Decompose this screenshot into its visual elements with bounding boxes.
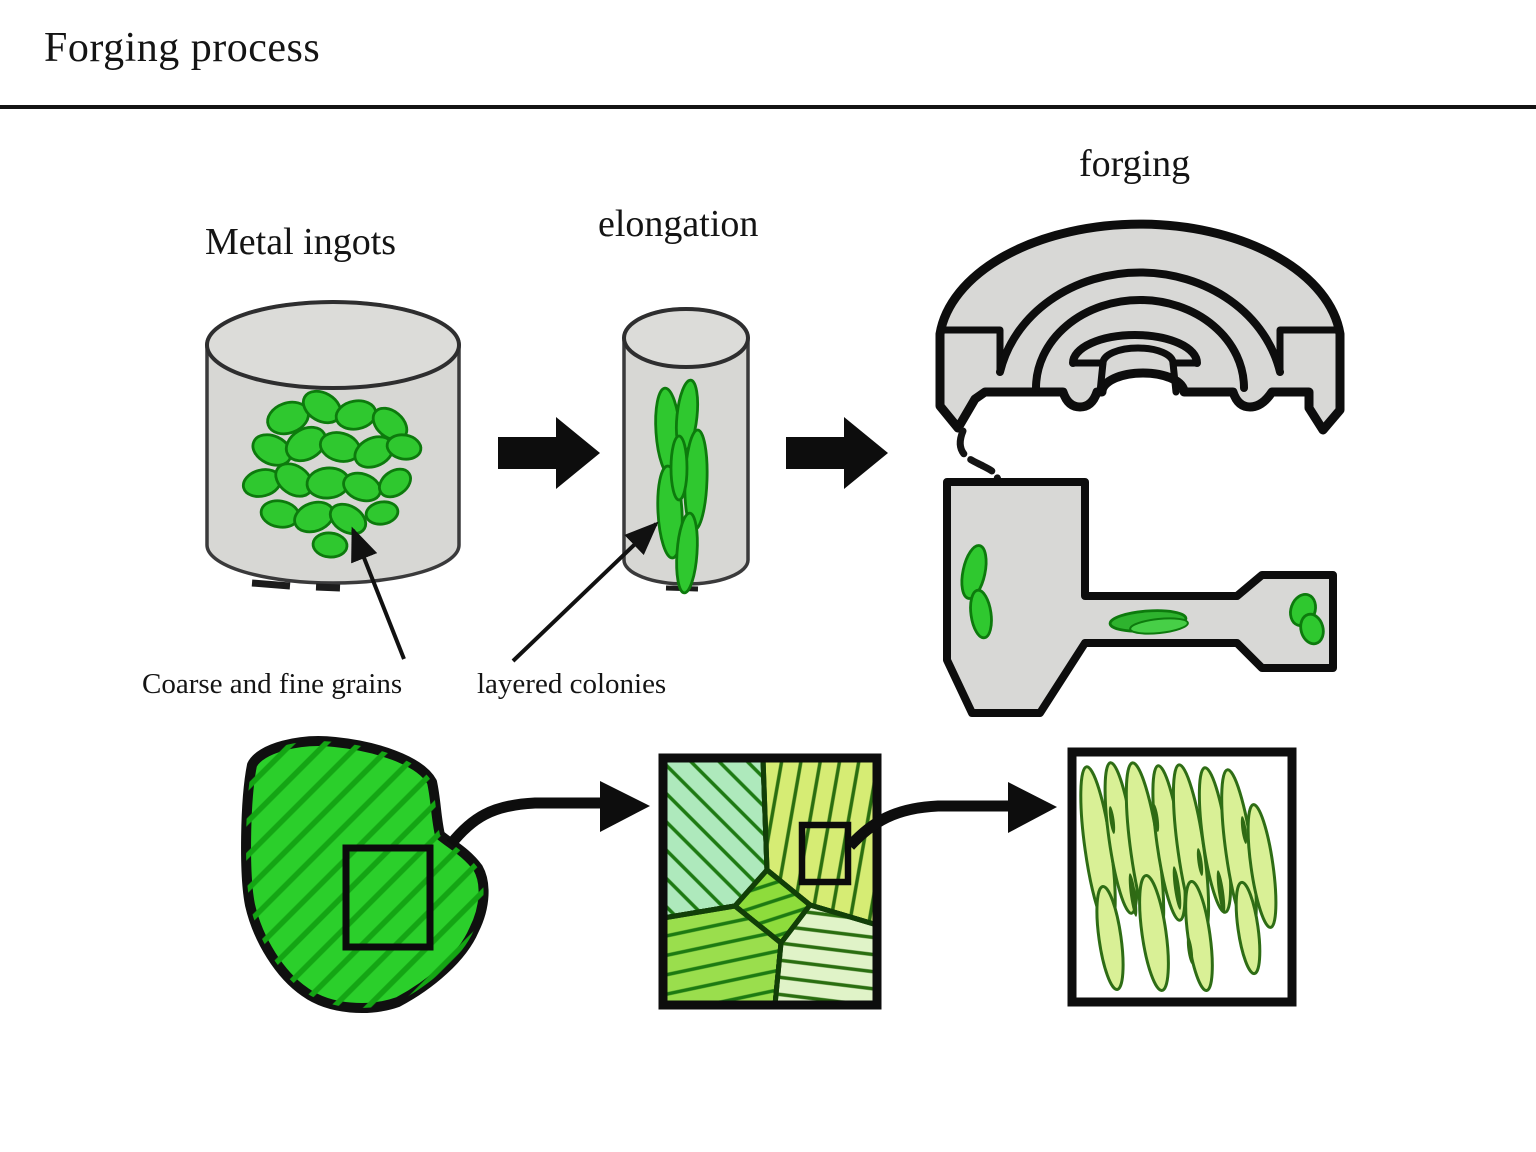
grain-shape [1246, 803, 1278, 929]
grain-shape [1172, 866, 1182, 910]
grain-shape [969, 588, 993, 640]
flow-arrow-right-icon [786, 417, 888, 489]
stage-label-elongation: elongation [598, 203, 759, 245]
grain-shape [1186, 936, 1194, 964]
grain-shape [669, 434, 689, 502]
die-connector-line [956, 427, 1002, 484]
grain-shape [385, 433, 423, 461]
grain-shape [1299, 612, 1325, 646]
elongated-lens-square [1067, 747, 1297, 1007]
grain-shape [284, 425, 328, 463]
grain-shape [342, 471, 382, 503]
page-title: Forging process [44, 25, 321, 71]
stage-label-metal-ingots: Metal ingots [205, 221, 397, 263]
flow-arrow-right-icon [498, 417, 600, 489]
grain-shape [1216, 870, 1226, 914]
grain-structure-square [658, 753, 882, 1010]
grain-shape [1095, 884, 1125, 992]
grain-shape [364, 500, 400, 526]
grain-shape [311, 531, 349, 559]
zoom-curved-arrow-icon [446, 781, 650, 848]
annotation-coarse-fine-grains: Coarse and fine grains [142, 668, 403, 700]
grain-shape [675, 511, 699, 595]
zoom-curved-arrow-icon [845, 782, 1057, 850]
grain-shape [1240, 816, 1248, 844]
grain-shape [1108, 806, 1116, 834]
grain-blob-macro [241, 736, 489, 1013]
zoom-region-box [342, 844, 434, 951]
grain-shape [960, 544, 988, 600]
flow-line-grain [1129, 617, 1189, 635]
pointer-arrow-icon [511, 521, 659, 663]
stage-label-forging: forging [1079, 143, 1191, 185]
pointer-arrow-icon [351, 526, 406, 660]
grain-shape [1128, 873, 1138, 917]
grain-shape [1138, 874, 1170, 992]
grain-shape [378, 467, 412, 499]
forged-part-grains [960, 544, 1325, 646]
forged-part-section [943, 478, 1337, 717]
forged-dome-section [935, 219, 1345, 435]
grain-shape [1196, 848, 1204, 876]
grain-shape [1152, 804, 1160, 832]
zoom-region-box [798, 821, 852, 886]
annotation-layered-colonies: layered colonies [477, 668, 667, 700]
title-divider [0, 105, 1536, 109]
elongated-grain-colony [654, 378, 709, 595]
ingot-grain-cluster [241, 389, 423, 559]
grain-shape [1234, 880, 1262, 976]
